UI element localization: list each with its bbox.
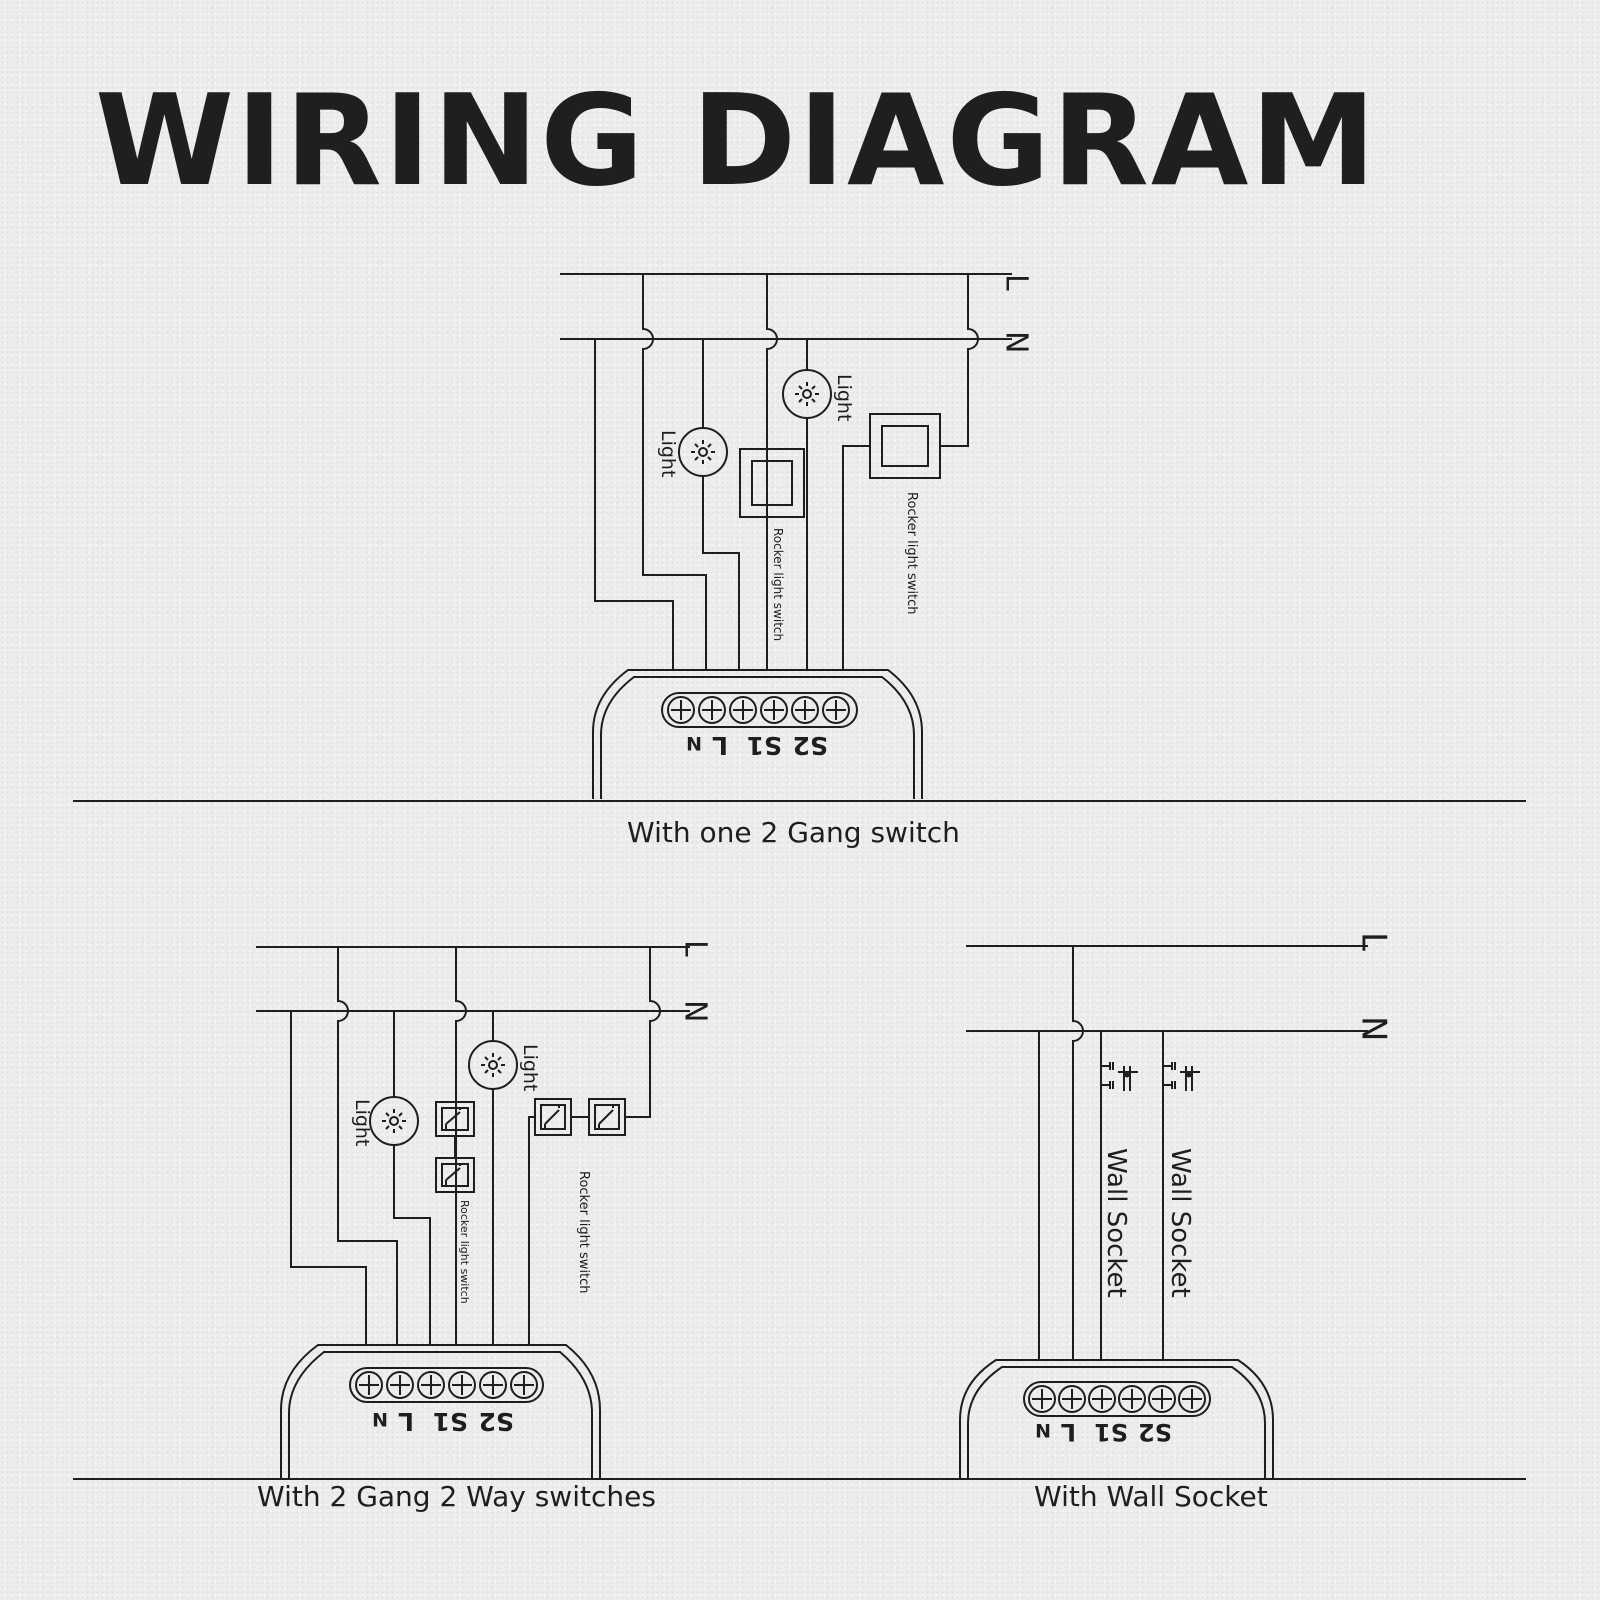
wall-socket-label: Wall Socket: [1165, 1148, 1195, 1298]
terminal-label-s1: S1: [433, 1407, 468, 1436]
terminal-label-n: N: [1035, 1419, 1051, 1441]
wire-l: [1072, 946, 1084, 1360]
wire-switch2-feed: [625, 947, 661, 1118]
caption-2-gang-2-way: With 2 Gang 2 Way switches: [257, 1480, 656, 1513]
terminal-label-n: N: [372, 1408, 388, 1430]
wire-l: [337, 947, 398, 1345]
neutral-label: N: [1354, 1016, 1394, 1041]
wire-s2: [528, 1116, 535, 1345]
wall-socket-symbol-1: Wall Socket: [1101, 1062, 1138, 1298]
light-bulb-icon: [782, 369, 832, 419]
terminal-label-s2: S2: [793, 731, 828, 760]
rocker-switch-2: Rocker light switch: [869, 413, 941, 615]
light-1: Light: [657, 427, 728, 477]
terminal-label-l: L: [398, 1407, 414, 1436]
caption-wall-socket: With Wall Socket: [1034, 1480, 1268, 1513]
light-label: Light: [519, 1044, 541, 1091]
wire-s1: [766, 274, 778, 670]
rocker-switch-label: Rocker light switch: [576, 1171, 591, 1294]
live-label: L: [1354, 932, 1394, 951]
light-1: Light: [351, 1096, 419, 1146]
wire-light1-bottom: [702, 476, 740, 670]
wire-l: [642, 274, 707, 670]
terminal-screws: [667, 696, 850, 724]
two-way-switch-pair-2: Rocker light switch: [534, 1098, 626, 1294]
terminal-block: [661, 692, 858, 728]
light-2: Light: [468, 1040, 541, 1091]
wall-socket-symbol-2: Wall Socket: [1163, 1062, 1200, 1298]
rocker-switch-label: Rocker light switch: [904, 492, 919, 615]
terminal-screws: [355, 1371, 538, 1399]
diagram-one-2-gang: L N Light: [560, 273, 1034, 799]
smart-module: S2 S1 L N: [592, 669, 923, 799]
smart-module: S2 S1 L N: [959, 1359, 1274, 1478]
terminal-label-n: N: [686, 732, 702, 754]
caption-one-2-gang: With one 2 Gang switch: [627, 816, 960, 849]
terminal-label-l: L: [712, 731, 728, 760]
terminal-screws: [1028, 1385, 1206, 1413]
rocker-switch-icon: [739, 448, 805, 518]
terminal-label-s1: S1: [747, 731, 782, 760]
terminal-block: [1023, 1381, 1211, 1417]
neutral-label: N: [678, 1000, 713, 1022]
wall-socket-label: Wall Socket: [1101, 1148, 1131, 1298]
module-outline: [280, 1344, 601, 1478]
light-bulb-icon: [468, 1040, 518, 1090]
rocker-switch-label: Rocker light switch: [458, 1200, 471, 1304]
wire-n: [290, 1011, 367, 1345]
rocker-switch-1: Rocker light switch: [739, 448, 805, 641]
live-label: L: [999, 274, 1034, 291]
light-label: Light: [833, 374, 855, 421]
smart-module: S2 S1 L N: [280, 1344, 601, 1478]
diagram-wall-socket: L N Wall Socket Wall Socket: [959, 932, 1394, 1478]
terminal-label-s1: S1: [1094, 1418, 1128, 1446]
rocker-switch-icon: [869, 413, 941, 479]
module-outline: [592, 669, 923, 799]
wire-s1: [455, 947, 467, 1345]
terminal-label-l: L: [1061, 1418, 1076, 1446]
page-title: WIRING DIAGRAM: [95, 67, 1378, 214]
light-label: Light: [657, 430, 679, 477]
live-label: L: [678, 940, 713, 957]
light-label: Light: [351, 1099, 373, 1146]
wire-n: [594, 339, 674, 670]
wire-s2: [842, 445, 870, 670]
wire-switch2-feed: [940, 274, 979, 447]
wire-light1-bottom: [393, 1145, 431, 1345]
module-outline: [959, 1359, 1274, 1478]
neutral-label: N: [999, 331, 1034, 353]
terminal-label-s2: S2: [1138, 1418, 1172, 1446]
terminal-block: [349, 1367, 544, 1403]
light-bulb-icon: [369, 1096, 419, 1146]
light-2: Light: [782, 369, 855, 421]
two-way-switch-pair-1: Rocker light switch: [435, 1101, 475, 1304]
diagram-2-gang-2-way: L N Light: [256, 940, 713, 1478]
rocker-switch-label: Rocker light switch: [771, 528, 785, 641]
terminal-label-s2: S2: [479, 1407, 514, 1436]
light-bulb-icon: [678, 427, 728, 477]
